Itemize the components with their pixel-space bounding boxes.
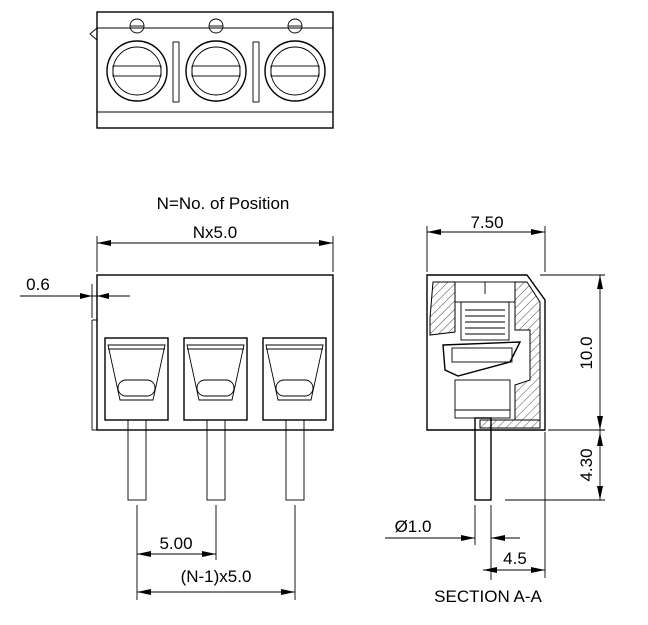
screw-head [106, 18, 168, 102]
height-label: 10.0 [577, 336, 596, 369]
total-width-label: Nx5.0 [193, 223, 237, 242]
wire-cavity [262, 337, 327, 501]
clamp [442, 341, 522, 377]
section-body [426, 274, 546, 431]
front-view-body [96, 274, 334, 431]
pin-diameter-label: Ø1.0 [395, 517, 432, 536]
separator [172, 41, 180, 103]
pin-length-label: 4.30 [577, 448, 596, 481]
note-label: N=No. of Position [157, 194, 290, 213]
offset-label: 0.6 [26, 275, 50, 294]
screw-head [185, 18, 247, 102]
top-view [89, 11, 334, 129]
wire-cavity [183, 337, 248, 501]
depth-label: 7.50 [470, 213, 503, 232]
section-title: SECTION A-A [434, 587, 542, 606]
separator [252, 41, 260, 103]
pin-offset-label: 4.5 [503, 549, 527, 568]
screw-head [264, 18, 326, 102]
pin [474, 417, 492, 501]
pitch-label: 5.00 [159, 534, 192, 553]
section-view: 7.50 [385, 213, 605, 606]
pitch-total-label: (N-1)x5.0 [181, 567, 252, 586]
top-view-body [96, 11, 334, 129]
wire-cavity [104, 337, 169, 501]
front-view: N=No. of Position Nx5.0 0.6 [20, 194, 334, 600]
screw-thread [465, 309, 505, 335]
